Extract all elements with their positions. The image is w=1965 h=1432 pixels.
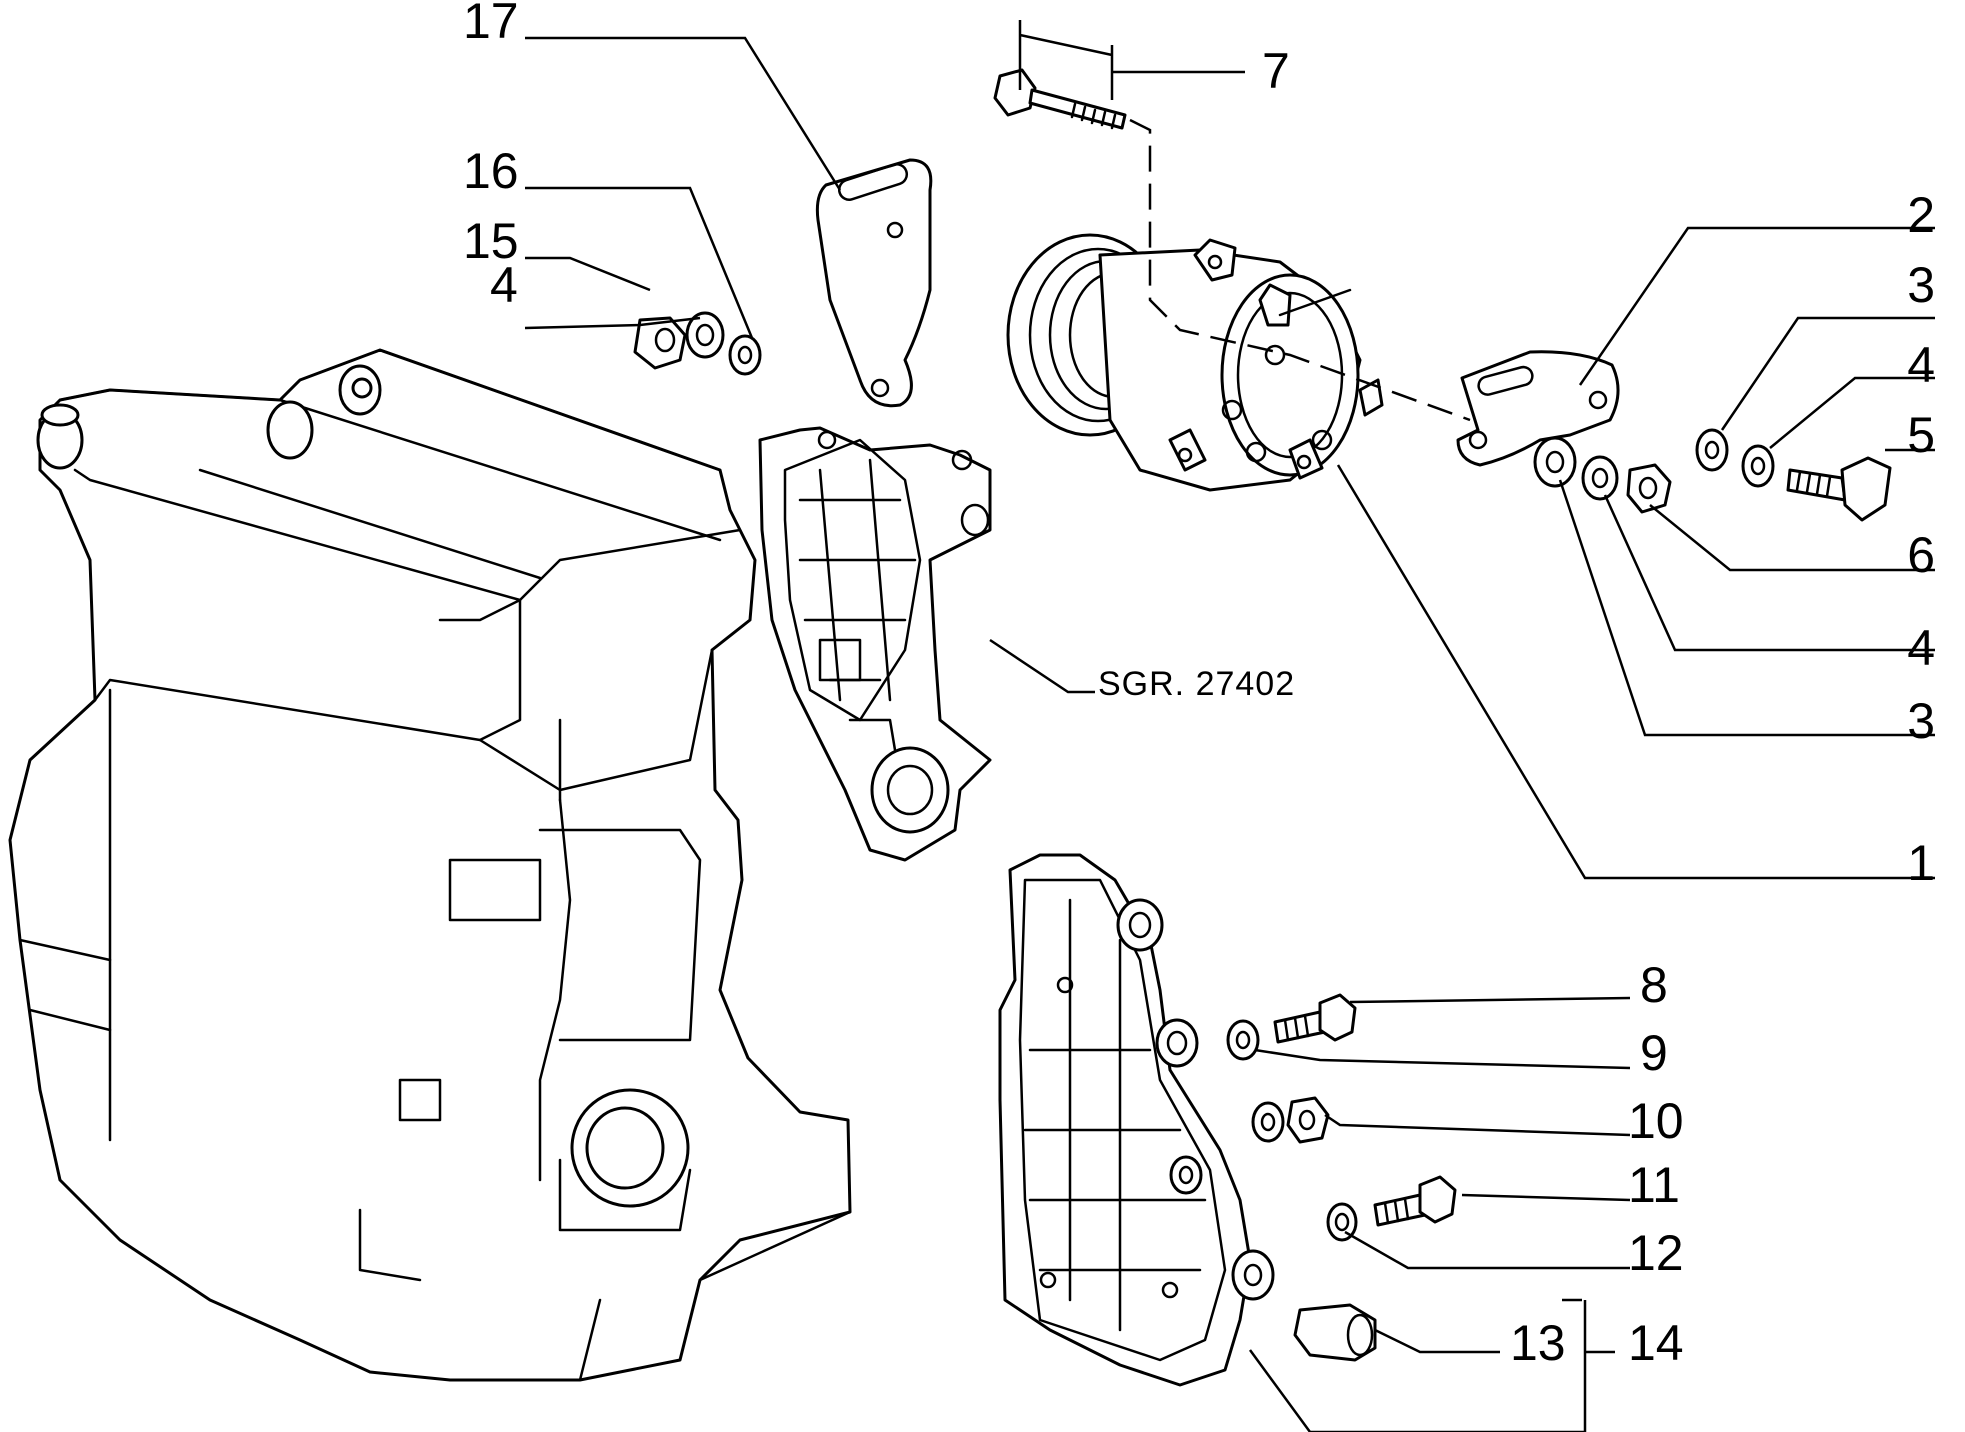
washer-12 (1326, 1202, 1358, 1242)
callout-4-lower: 4 (1907, 620, 1935, 676)
callout-12: 12 (1628, 1225, 1684, 1281)
reference-label: SGR. 27402 (1098, 665, 1295, 703)
callout-3-lower: 3 (1907, 693, 1935, 749)
bolt-11 (1373, 1175, 1457, 1227)
callout-1: 1 (1907, 835, 1935, 891)
assembly-line-bolt-7 (1129, 118, 1471, 422)
washer-10 (1251, 1101, 1285, 1143)
callout-3-upper: 3 (1907, 257, 1935, 313)
washer-3-lower (1533, 436, 1577, 488)
callout-9: 9 (1640, 1025, 1668, 1081)
callout-11: 11 (1628, 1157, 1680, 1213)
bolt-5 (1786, 456, 1892, 522)
support-bracket-sgr-27402 (758, 426, 992, 862)
callout-14: 14 (1628, 1315, 1684, 1371)
callout-5: 5 (1907, 407, 1935, 463)
nut-10 (1286, 1096, 1330, 1144)
ac-compressor-1 (1006, 233, 1384, 492)
callout-4-left: 4 (490, 257, 518, 313)
nut-6 (1626, 463, 1672, 514)
plug-13 (1293, 1303, 1377, 1362)
callout-4-upper: 4 (1907, 337, 1935, 393)
washer-3-upper (1695, 428, 1729, 472)
engine-block (8, 348, 852, 1382)
callout-16: 16 (463, 143, 519, 199)
lower-bracket-13-14 (998, 853, 1275, 1387)
callout-10: 10 (1628, 1093, 1684, 1149)
washer-9 (1226, 1019, 1260, 1061)
bolt-7 (993, 68, 1127, 130)
bolt-8 (1273, 993, 1357, 1044)
washer-4-lower (1581, 455, 1619, 501)
callout-2: 2 (1907, 187, 1935, 243)
callout-8: 8 (1640, 957, 1668, 1013)
bracket-2 (1456, 350, 1620, 467)
leader-lines (524, 20, 1935, 1432)
callout-7: 7 (1262, 43, 1290, 99)
bracket-plate-17 (815, 158, 933, 408)
washer-4-left (685, 311, 725, 359)
callout-6: 6 (1907, 527, 1935, 583)
nut-15 (633, 316, 687, 370)
callout-17: 17 (463, 0, 519, 49)
washer-4-upper (1741, 444, 1775, 488)
callout-15: 15 (463, 213, 519, 269)
callout-13: 13 (1510, 1315, 1566, 1371)
washer-16 (728, 334, 762, 376)
